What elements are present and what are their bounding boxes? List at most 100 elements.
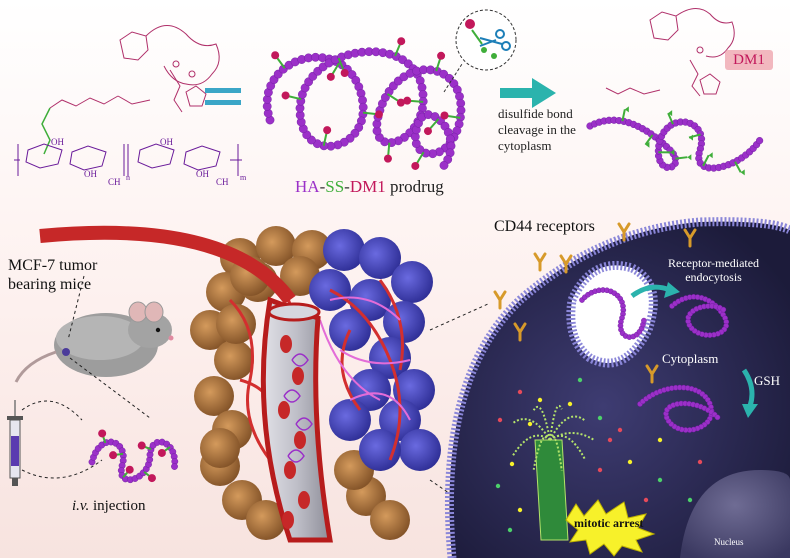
released-dm1-structure bbox=[605, 8, 735, 97]
drug-dot bbox=[597, 415, 603, 421]
subscript-n: n bbox=[126, 173, 130, 182]
drug-dot bbox=[687, 497, 693, 503]
dm1-drug bbox=[383, 154, 392, 163]
microtubule bbox=[511, 404, 595, 541]
microtubule-strand bbox=[511, 434, 551, 458]
title-dm1: DM1 bbox=[349, 177, 386, 196]
tumor-cell-brown bbox=[216, 304, 256, 344]
prodrug-title: HA-SS-DM1 prodrug bbox=[295, 177, 444, 197]
title-sep-2: - bbox=[344, 177, 350, 196]
drug-dot bbox=[627, 459, 633, 465]
microtubule-strand bbox=[549, 434, 586, 460]
cd44-receptors bbox=[493, 222, 697, 384]
thiol-end bbox=[689, 134, 694, 141]
dm1-drug bbox=[157, 448, 166, 457]
red-blood-cell bbox=[280, 335, 292, 353]
dm1-drug bbox=[396, 98, 405, 107]
cd44-receptor bbox=[493, 290, 507, 310]
cell-polymers bbox=[579, 287, 730, 433]
thiol-end bbox=[687, 154, 692, 161]
scissors-icon bbox=[479, 29, 511, 51]
drug-dot bbox=[497, 417, 503, 423]
polymer-bead bbox=[641, 317, 647, 324]
dm1-drug bbox=[98, 429, 107, 438]
disulfide-linker bbox=[621, 109, 626, 122]
red-blood-cell bbox=[282, 511, 294, 529]
cd44-receptor bbox=[645, 364, 659, 384]
mitotic-arrest-label: mitotic arrest bbox=[574, 516, 644, 530]
endocytosis-caption: Receptor-mediated endocytosis bbox=[668, 256, 759, 284]
oh-label-3: OH bbox=[160, 137, 173, 147]
tumor-cell-blue bbox=[391, 261, 433, 303]
syringe-icon bbox=[7, 400, 23, 486]
cleavage-line-1: disulfide bond bbox=[498, 106, 573, 121]
drug-dot bbox=[607, 437, 613, 443]
microtubule-strand bbox=[549, 415, 586, 441]
endocytosis-line-1: Receptor-mediated bbox=[668, 256, 760, 270]
red-blood-cell bbox=[294, 431, 306, 449]
thiol-end bbox=[708, 152, 713, 159]
ch3-label-right: CH bbox=[216, 177, 229, 187]
mouse-line-2: bearing mice bbox=[8, 276, 92, 293]
disulfide-linker bbox=[734, 161, 742, 173]
thiol-end bbox=[624, 106, 629, 113]
drug-dot bbox=[509, 461, 515, 467]
dm1-drug bbox=[440, 111, 449, 120]
tumor-cell-blue bbox=[383, 301, 425, 343]
polymer-bead bbox=[714, 414, 721, 421]
cd44-receptor bbox=[683, 228, 697, 248]
tumor-cell-blue bbox=[399, 429, 441, 471]
drug-dot bbox=[617, 427, 623, 433]
drug-dot bbox=[495, 483, 501, 489]
nucleus bbox=[680, 470, 790, 558]
dm1-drug bbox=[147, 474, 156, 483]
red-blood-cell bbox=[298, 491, 310, 509]
dm1-drug bbox=[125, 465, 134, 474]
drug-dot bbox=[567, 401, 573, 407]
dm1-drug bbox=[326, 72, 335, 81]
microtubule-strand bbox=[549, 435, 563, 471]
tumor-cell-brown bbox=[214, 340, 254, 380]
drug-molecules bbox=[495, 377, 703, 533]
injection-rest: injection bbox=[89, 498, 146, 514]
tumor-cell-blue bbox=[323, 229, 365, 271]
drug-dot bbox=[657, 437, 663, 443]
vessel-polymer bbox=[291, 353, 309, 367]
cleavage-line-3: cytoplasm bbox=[498, 138, 552, 153]
drug-dot bbox=[643, 497, 649, 503]
cytoplasm-label: Cytoplasm bbox=[662, 351, 719, 366]
tumor-mass bbox=[190, 226, 441, 540]
disulfide-linker bbox=[702, 154, 710, 167]
dm1-drug bbox=[281, 91, 290, 100]
microtubule-strands bbox=[511, 404, 595, 471]
injected-ha-polymer bbox=[88, 429, 179, 484]
disulfide-linker bbox=[644, 134, 654, 146]
tumor-cell-brown bbox=[256, 226, 296, 266]
drug-dot bbox=[597, 467, 603, 473]
tumor-cell-blue bbox=[349, 369, 391, 411]
capillary bbox=[340, 329, 362, 411]
tumor-cell-brown bbox=[246, 500, 286, 540]
cd44-receptor bbox=[513, 322, 527, 342]
disulfide-linker bbox=[675, 156, 688, 160]
tumor-cell-brown bbox=[200, 428, 240, 468]
cleavage-line-2: cleavage in the bbox=[498, 122, 576, 137]
red-blood-cell bbox=[284, 461, 296, 479]
tumor-cell-brown bbox=[194, 376, 234, 416]
mitotic-arrest-burst bbox=[565, 499, 656, 557]
ch3-label-left: CH bbox=[108, 177, 121, 187]
equals-sign bbox=[205, 88, 241, 105]
polymer-bead bbox=[171, 463, 178, 470]
red-blood-cell bbox=[292, 367, 304, 385]
dm1-drug bbox=[397, 37, 406, 46]
cd44-receptor bbox=[533, 252, 547, 272]
tumor-cell-blue bbox=[329, 399, 371, 441]
injection-caption: i.v. injection bbox=[72, 498, 145, 515]
thiol-end bbox=[740, 169, 745, 176]
dm1-drug bbox=[403, 96, 412, 105]
microtubule-strand bbox=[511, 418, 551, 441]
released-ha-polymer bbox=[586, 106, 764, 176]
dm1-drug bbox=[423, 127, 432, 136]
drug-dot bbox=[517, 507, 523, 513]
